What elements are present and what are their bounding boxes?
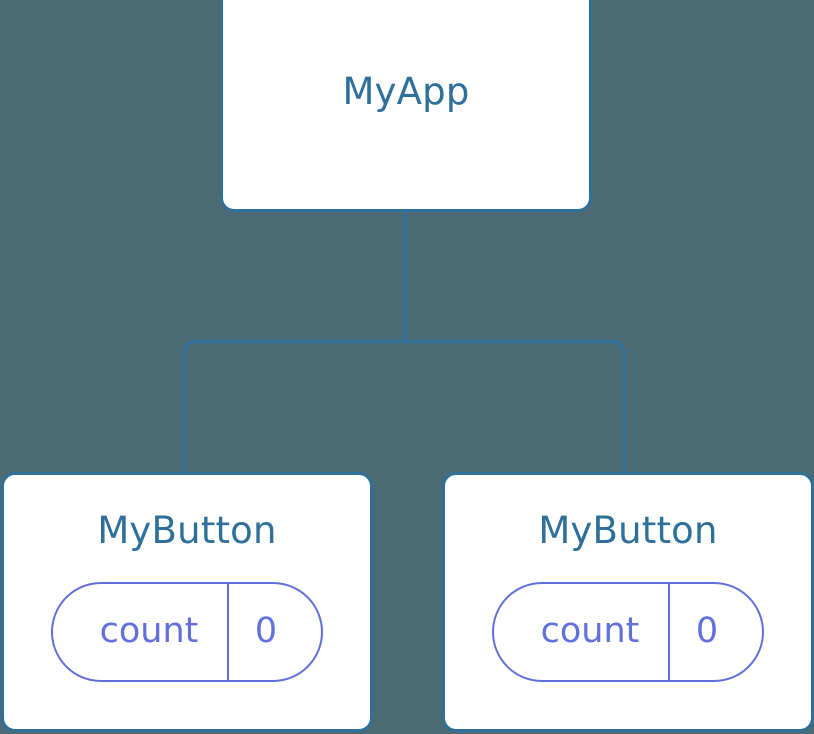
state-pill-key-left: count — [99, 611, 199, 652]
node-mybutton-right[interactable]: MyButton count 0 — [442, 472, 814, 732]
state-pill-key-right: count — [540, 611, 640, 652]
state-pill-value-left: 0 — [254, 611, 278, 652]
node-mybutton-right-title: MyButton — [538, 509, 718, 552]
node-myapp-title: MyApp — [342, 69, 470, 113]
edge-bus-to-mybutton-right — [405, 340, 626, 474]
edge-bus-to-mybutton-left — [182, 340, 406, 474]
state-pill-count-left[interactable]: count 0 — [51, 581, 323, 682]
state-pill-key-cell-right: count — [494, 583, 670, 680]
state-pill-value-cell-left: 0 — [229, 584, 321, 680]
node-mybutton-left-title: MyButton — [97, 509, 277, 552]
state-pill-key-cell-left: count — [53, 583, 229, 680]
node-myapp[interactable]: MyApp — [220, 0, 592, 212]
node-mybutton-left[interactable]: MyButton count 0 — [1, 472, 373, 732]
state-pill-count-right[interactable]: count 0 — [492, 581, 764, 682]
state-pill-value-right: 0 — [695, 611, 719, 652]
state-pill-value-cell-right: 0 — [670, 584, 762, 680]
